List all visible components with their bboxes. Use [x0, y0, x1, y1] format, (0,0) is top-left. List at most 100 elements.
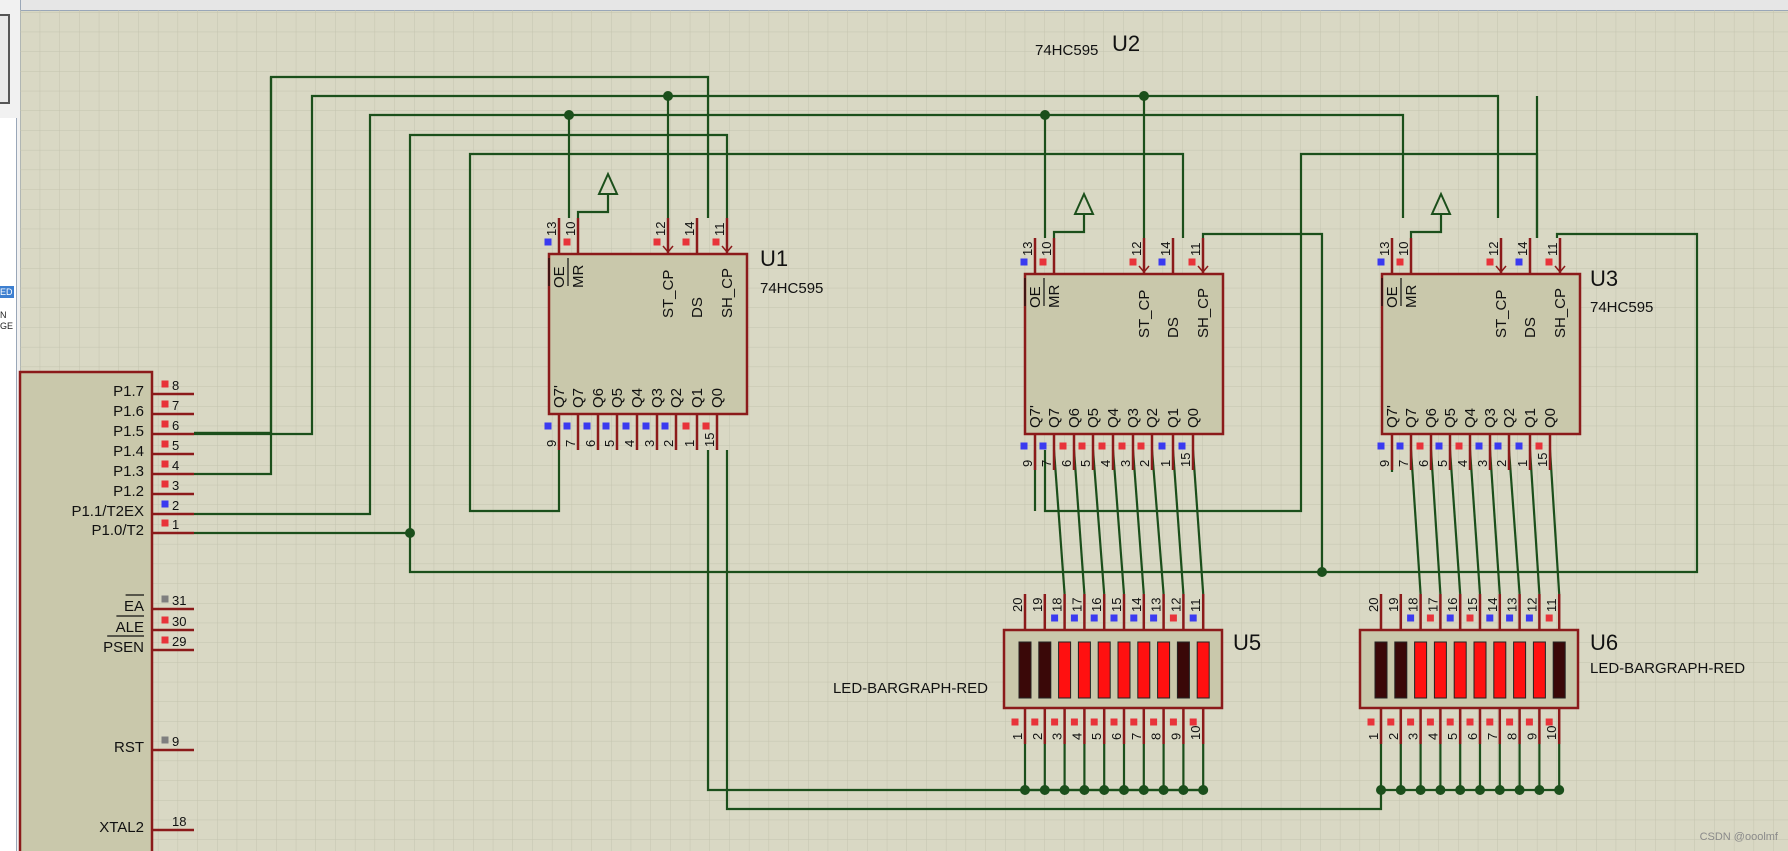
bargraph-top-pin[interactable]: 18 — [1406, 594, 1422, 630]
pin-q5[interactable]: 5Q5 — [1078, 408, 1102, 470]
bargraph-bottom-pin[interactable]: 3 — [1050, 708, 1066, 744]
pin-q7[interactable]: 7Q7 — [1039, 408, 1063, 470]
bargraph-top-pin[interactable]: 11 — [1188, 594, 1205, 630]
bargraph-top-pin[interactable]: 16 — [1445, 594, 1462, 630]
pin-q1[interactable]: 1Q1 — [682, 388, 706, 450]
bargraph-top-pin[interactable]: 16 — [1089, 594, 1106, 630]
bargraph-top-pin[interactable]: 15 — [1109, 594, 1126, 630]
bargraph-bottom-pin[interactable]: 10 — [1544, 708, 1561, 744]
shift-register-u1[interactable]: 13OE10MR12ST_CP14DS11SH_CP9Q7'7Q76Q65Q54… — [544, 171, 823, 450]
pin-q7-[interactable]: 9Q7' — [1377, 405, 1401, 470]
bargraph-top-pin[interactable]: 14 — [1129, 594, 1146, 630]
pin-q2[interactable]: 2Q2 — [1494, 408, 1518, 470]
bargraph-bottom-pin[interactable]: 7 — [1129, 708, 1146, 744]
bargraph-bottom-pin[interactable]: 4 — [1425, 708, 1442, 744]
bargraph-top-pin[interactable]: 17 — [1069, 594, 1086, 630]
bargraph-top-pin[interactable]: 19 — [1386, 594, 1403, 630]
pin-q1[interactable]: 1Q1 — [1515, 408, 1539, 470]
pin-q7[interactable]: 7Q7 — [1396, 408, 1420, 470]
mcu-pin-p1-5[interactable]: 6P1.5 — [113, 418, 194, 440]
bargraph-bottom-pin[interactable]: 2 — [1386, 708, 1403, 744]
pin-q5[interactable]: 5Q5 — [1435, 408, 1459, 470]
pin-q2[interactable]: 2Q2 — [1137, 408, 1161, 470]
bargraph-bottom-pin[interactable]: 10 — [1188, 708, 1205, 744]
bargraph-bottom-pin[interactable]: 8 — [1149, 708, 1165, 744]
bargraph-bottom-pin[interactable]: 8 — [1505, 708, 1521, 744]
pin-q3[interactable]: 3Q3 — [1118, 408, 1142, 470]
bargraph-bottom-pin[interactable]: 9 — [1524, 708, 1541, 744]
sidebar-preview-box[interactable] — [0, 14, 10, 104]
mcu-pin-p1-3[interactable]: 4P1.3 — [113, 458, 194, 480]
pin-q4[interactable]: 4Q4 — [622, 388, 646, 450]
bargraph-bottom-pin[interactable]: 5 — [1089, 708, 1106, 744]
led-bargraph-u5[interactable]: 2011921831741651561471381291110U5LED-BAR… — [833, 594, 1261, 744]
bargraph-top-pin[interactable]: 15 — [1465, 594, 1482, 630]
bargraph-top-pin[interactable]: 13 — [1505, 594, 1521, 630]
bargraph-bottom-pin[interactable]: 4 — [1069, 708, 1086, 744]
bargraph-bottom-pin[interactable]: 6 — [1109, 708, 1126, 744]
bargraph-bottom-pin[interactable]: 2 — [1030, 708, 1047, 744]
mcu-pin-p1-4[interactable]: 5P1.4 — [113, 438, 194, 460]
pin-q4[interactable]: 4Q4 — [1455, 408, 1479, 470]
mcu-pin-p1-1-t2ex[interactable]: 2P1.1/T2EX — [71, 498, 194, 520]
pin-q3[interactable]: 3Q3 — [1475, 408, 1499, 470]
bargraph-bottom-pin[interactable]: 1 — [1366, 708, 1383, 744]
pin-q7[interactable]: 7Q7 — [563, 388, 587, 450]
bargraph-bottom-pin[interactable]: 3 — [1406, 708, 1422, 744]
bargraph-top-pin[interactable]: 14 — [1485, 594, 1502, 630]
mcu-pin-p1-7[interactable]: 8P1.7 — [113, 378, 194, 400]
sidebar-selected-item[interactable]: ED — [0, 286, 14, 298]
bargraph-bottom-pin[interactable]: 6 — [1465, 708, 1482, 744]
bargraph-top-pin[interactable]: 13 — [1149, 594, 1165, 630]
bargraph-bottom-pin[interactable]: 1 — [1010, 708, 1027, 744]
microcontroller[interactable]: 8P1.77P1.66P1.55P1.44P1.33P1.22P1.1/T2EX… — [18, 370, 194, 851]
mcu-pin-p1-6[interactable]: 7P1.6 — [113, 398, 194, 420]
bargraph-top-pin[interactable]: 18 — [1050, 594, 1066, 630]
bargraph-top-pin[interactable]: 20 — [1366, 594, 1383, 630]
bargraph-top-pin[interactable]: 12 — [1168, 594, 1185, 630]
pin-q6[interactable]: 6Q6 — [1059, 408, 1083, 470]
pin-q7-[interactable]: 9Q7' — [1020, 405, 1044, 470]
bargraph-bottom-pin[interactable]: 5 — [1445, 708, 1462, 744]
bargraph-bottom-pin[interactable]: 7 — [1485, 708, 1502, 744]
led-bargraph-u6[interactable]: 2011921831741651561471381291110U6LED-BAR… — [1358, 594, 1745, 744]
pin-q1[interactable]: 1Q1 — [1158, 408, 1182, 470]
pin-q5[interactable]: 5Q5 — [602, 388, 626, 450]
mcu-pin-p1-0-t2[interactable]: 1P1.0/T2 — [91, 517, 194, 539]
bargraph-top-pin[interactable]: 19 — [1030, 594, 1047, 630]
bargraph-top-pin[interactable]: 11 — [1544, 594, 1561, 630]
pin-q3[interactable]: 3Q3 — [642, 388, 666, 450]
pin-q6[interactable]: 6Q6 — [583, 388, 607, 450]
bargraph-bottom-pin[interactable]: 9 — [1168, 708, 1185, 744]
pin-q6[interactable]: 6Q6 — [1416, 408, 1440, 470]
bargraph-top-pin[interactable]: 17 — [1425, 594, 1442, 630]
shift-register-u2[interactable]: 13OE10MR12ST_CP14DS11SH_CP9Q7'7Q76Q65Q54… — [1020, 31, 1225, 470]
bargraph-top-pin[interactable]: 12 — [1524, 594, 1541, 630]
pin-q2[interactable]: 2Q2 — [661, 388, 685, 450]
bargraph-top-pin[interactable]: 20 — [1010, 594, 1027, 630]
